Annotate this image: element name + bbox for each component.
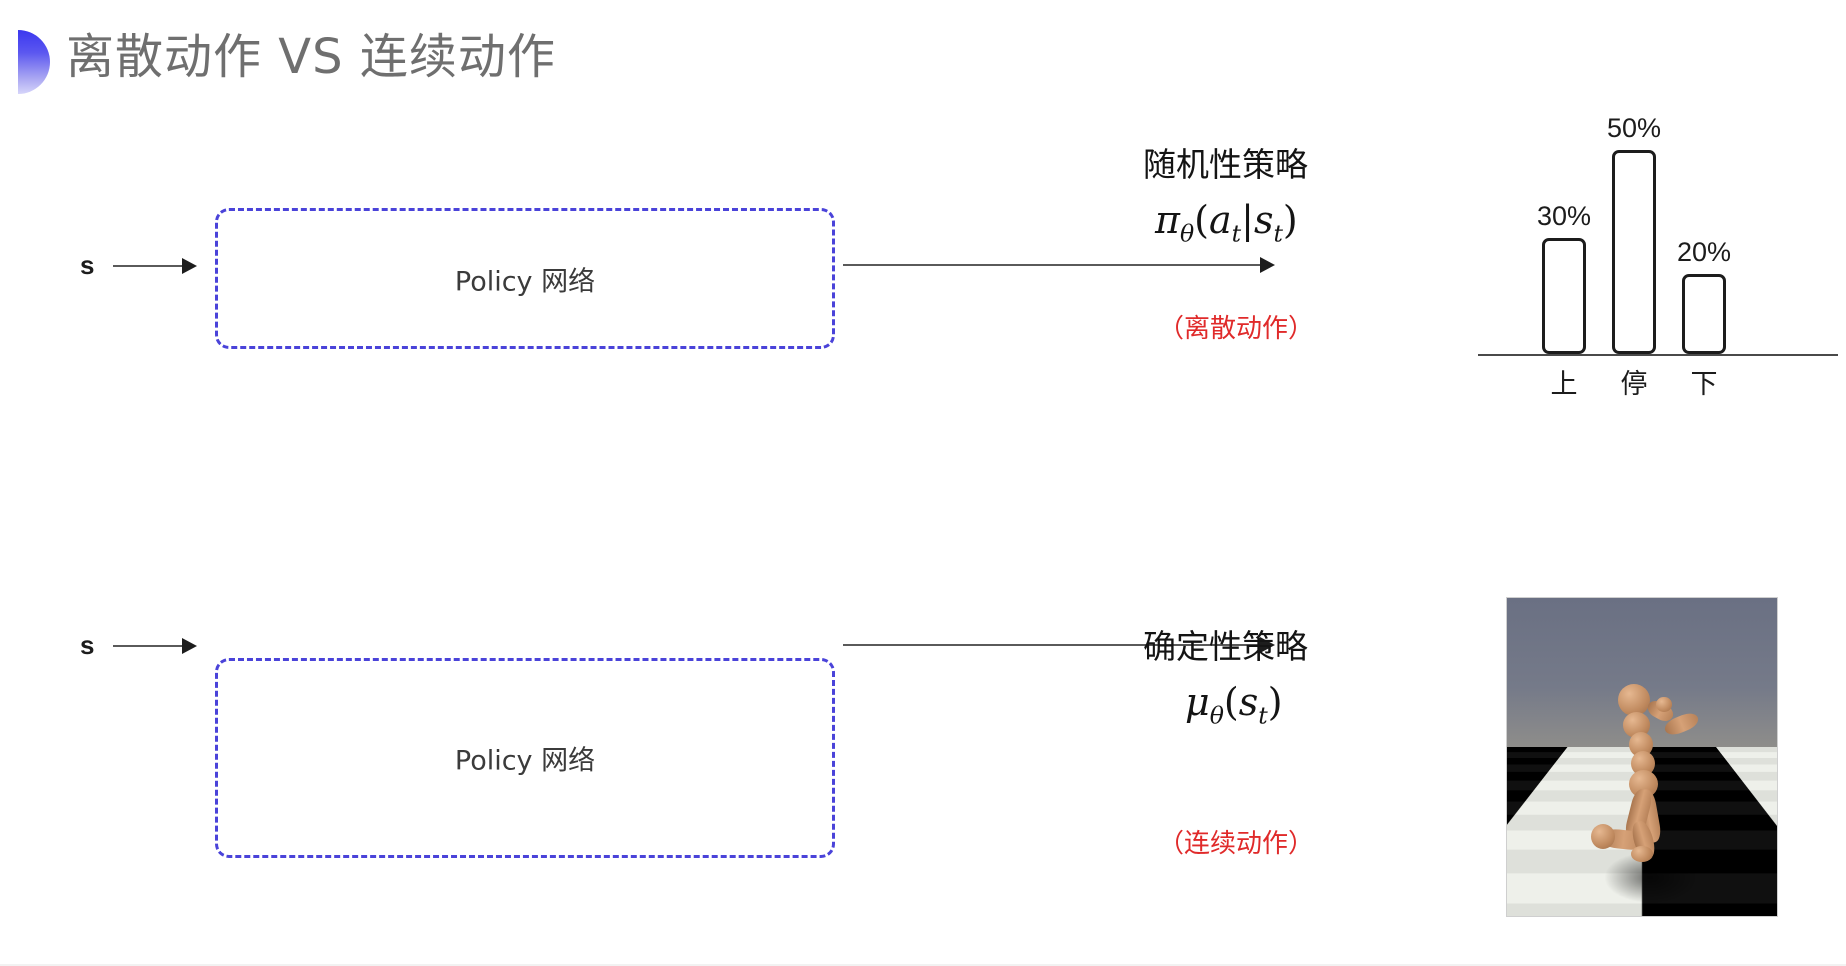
- action-kind-label-continuous: （连续动作）: [1158, 829, 1315, 859]
- formula-conditional-bar: |: [1241, 198, 1254, 242]
- action-probability-bar-chart: 30% 上 50% 停 20% 下: [1478, 96, 1838, 400]
- state-to-policy-arrow-continuous: [113, 645, 195, 647]
- policy-formula-continuous: μθ(st): [1185, 680, 1283, 730]
- policy-to-output-arrow-continuous: [843, 644, 1273, 646]
- policy-network-box-continuous[interactable]: Policy 网络: [215, 658, 835, 858]
- bar-value-2: 20%: [1676, 237, 1732, 267]
- formula-open-paren: (: [1194, 198, 1209, 242]
- policy-kind-label-continuous: 确定性策略: [1143, 627, 1308, 666]
- bar-column-1: 50% 停: [1607, 113, 1661, 400]
- formula-close-paren: ): [1267, 680, 1283, 724]
- formula-open-paren: (: [1223, 680, 1239, 724]
- policy-formula-discrete: πθ(at|st): [1155, 198, 1298, 248]
- formula-arg1-subscript: t: [1258, 701, 1268, 730]
- title-bullet-icon: [18, 30, 50, 94]
- policy-network-label-discrete: Policy 网络: [454, 266, 596, 297]
- formula-base: π: [1155, 198, 1180, 242]
- humanoid-hand: [1655, 696, 1672, 713]
- humanoid-knee: [1590, 823, 1615, 850]
- formula-arg1: a: [1209, 198, 1232, 242]
- formula-base-subscript: θ: [1179, 219, 1195, 248]
- chart-baseline-axis: [1478, 354, 1838, 356]
- bar-rect-0: [1542, 238, 1586, 354]
- formula-base-subscript: θ: [1209, 701, 1224, 730]
- slide-bottom-edge: [0, 964, 1846, 966]
- bar-category-1: 停: [1620, 369, 1648, 400]
- bar-rect-1: [1612, 150, 1656, 354]
- state-input-label-continuous: s: [80, 630, 95, 660]
- humanoid-foot: [1631, 846, 1653, 862]
- state-to-policy-arrow-discrete: [113, 265, 195, 267]
- humanoid-head: [1617, 683, 1651, 716]
- formula-arg2: s: [1253, 198, 1274, 242]
- bar-value-1: 50%: [1606, 113, 1662, 143]
- formula-arg1: s: [1238, 680, 1259, 724]
- bar-category-2: 下: [1690, 369, 1718, 400]
- action-kind-label-discrete: （离散动作）: [1158, 314, 1315, 344]
- humanoid-simulation-image: [1506, 597, 1778, 917]
- formula-arg1-subscript: t: [1231, 219, 1242, 248]
- policy-network-box-discrete[interactable]: Policy 网络: [215, 208, 835, 349]
- bar-column-2: 20% 下: [1677, 237, 1731, 400]
- page-title: 离散动作 VS 连续动作: [66, 29, 556, 85]
- policy-kind-label-discrete: 随机性策略: [1143, 145, 1308, 184]
- bar-value-0: 30%: [1536, 201, 1592, 231]
- bar-rect-2: [1682, 274, 1726, 354]
- formula-arg2-subscript: t: [1273, 219, 1283, 248]
- formula-close-paren: ): [1282, 198, 1298, 242]
- humanoid-shadow: [1604, 852, 1696, 904]
- policy-to-output-arrow-discrete: [843, 264, 1273, 266]
- bar-category-0: 上: [1550, 369, 1578, 400]
- policy-network-label-continuous: Policy 网络: [454, 745, 596, 777]
- formula-base: μ: [1185, 680, 1210, 724]
- bar-column-0: 30% 上: [1537, 201, 1591, 400]
- state-input-label-discrete: s: [80, 250, 95, 280]
